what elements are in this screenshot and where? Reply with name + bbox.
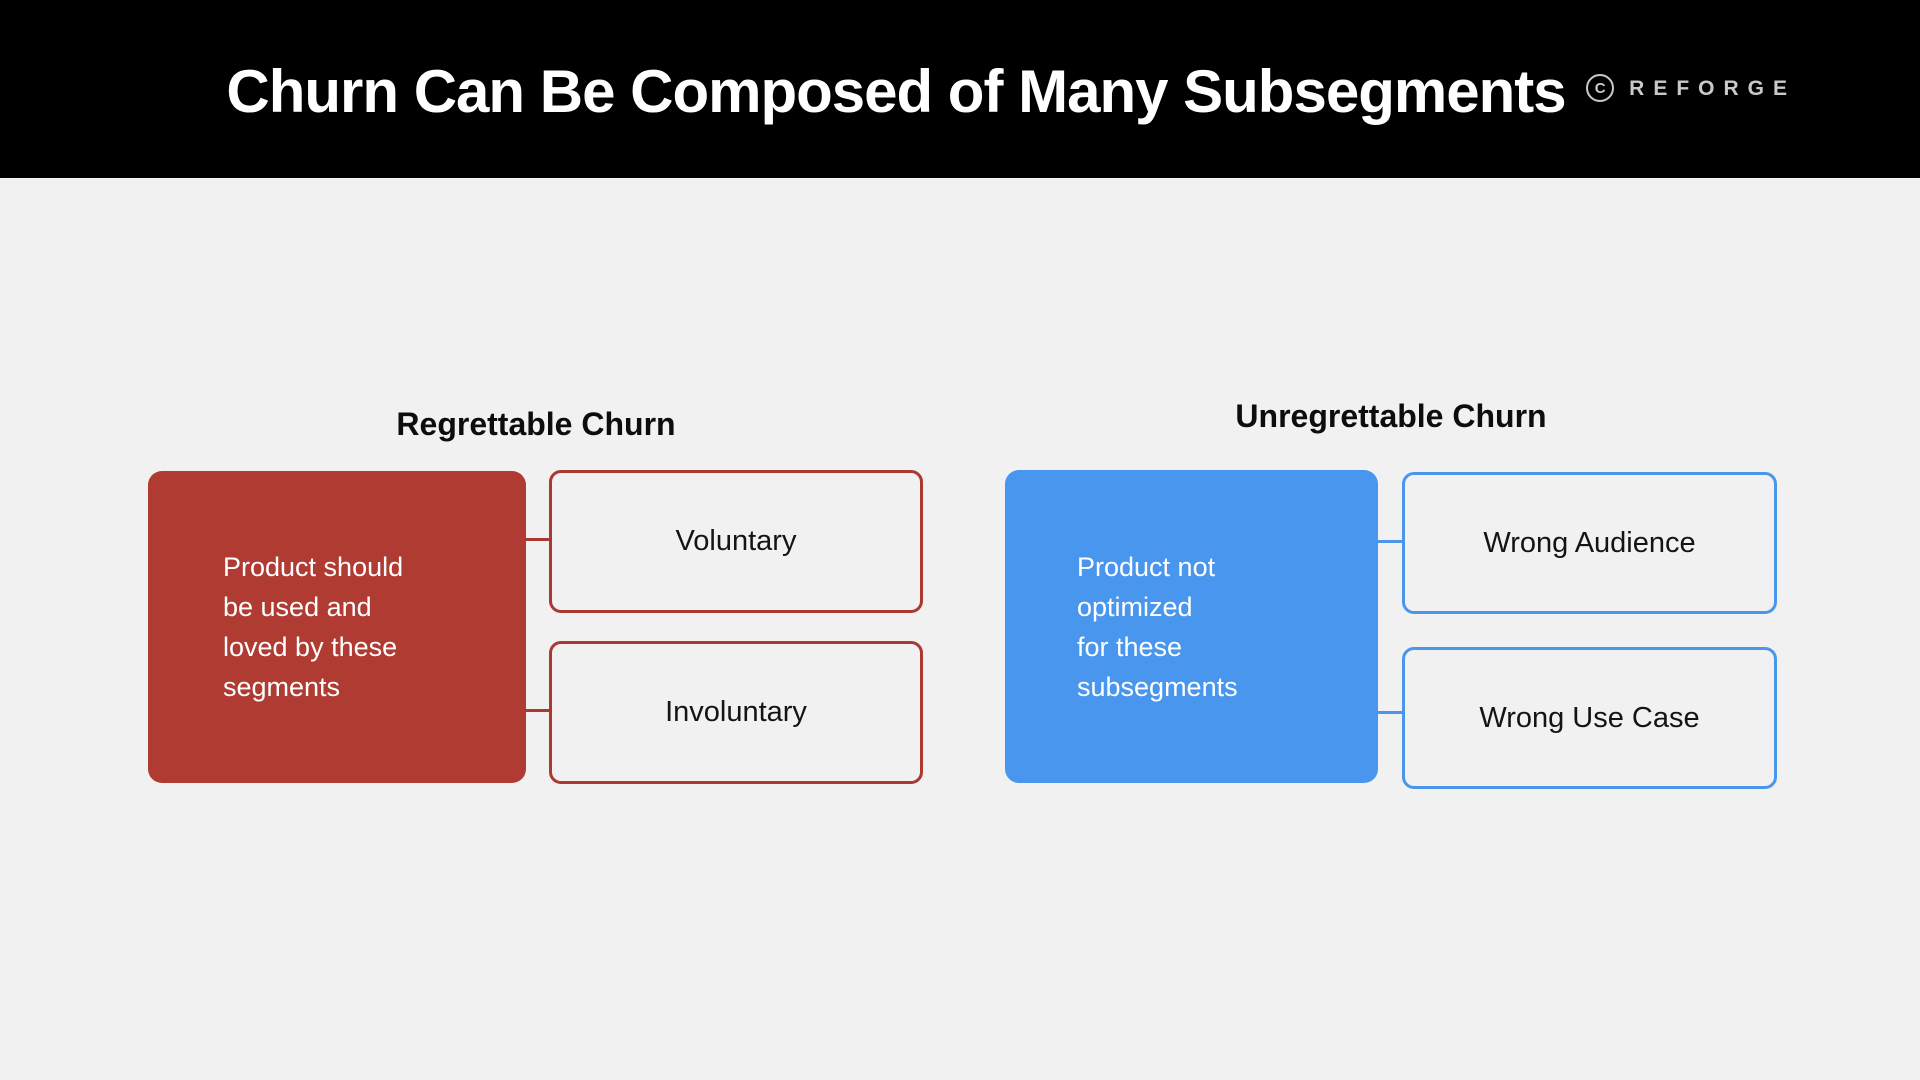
- group-heading-unregrettable: Unregrettable Churn: [1235, 398, 1547, 434]
- logo-wordmark: REFORGE: [1629, 76, 1796, 100]
- connector-unregrettable-wrong-use-case: [1376, 711, 1404, 714]
- voluntary-label: Voluntary: [675, 525, 797, 557]
- connector-regrettable-voluntary: [524, 538, 551, 541]
- voluntary-box: Voluntary: [549, 470, 923, 613]
- involuntary-box: Involuntary: [549, 641, 923, 784]
- slide-title: Churn Can Be Composed of Many Subsegment…: [226, 58, 1566, 125]
- wrong-use-case-label: Wrong Use Case: [1479, 701, 1700, 734]
- wrong-audience-label: Wrong Audience: [1483, 526, 1696, 559]
- regrettable-root-box: Product should be used and loved by thes…: [148, 471, 526, 783]
- unregrettable-root-text: Product not optimized for these subsegme…: [1077, 551, 1238, 702]
- wrong-audience-box: Wrong Audience: [1402, 472, 1777, 614]
- regrettable-root-text: Product should be used and loved by thes…: [223, 552, 404, 702]
- connector-unregrettable-wrong-audience: [1376, 540, 1404, 543]
- reforge-logo: C REFORGE: [1586, 74, 1796, 102]
- copyright-icon: C: [1586, 74, 1615, 102]
- involuntary-label: Involuntary: [665, 696, 807, 728]
- wrong-use-case-box: Wrong Use Case: [1402, 647, 1777, 789]
- unregrettable-root-box: Product not optimized for these subsegme…: [1005, 470, 1378, 783]
- group-heading-regrettable: Regrettable Churn: [396, 406, 676, 442]
- connector-regrettable-involuntary: [524, 709, 551, 712]
- header-bar: Churn Can Be Composed of Many Subsegment…: [0, 0, 1920, 178]
